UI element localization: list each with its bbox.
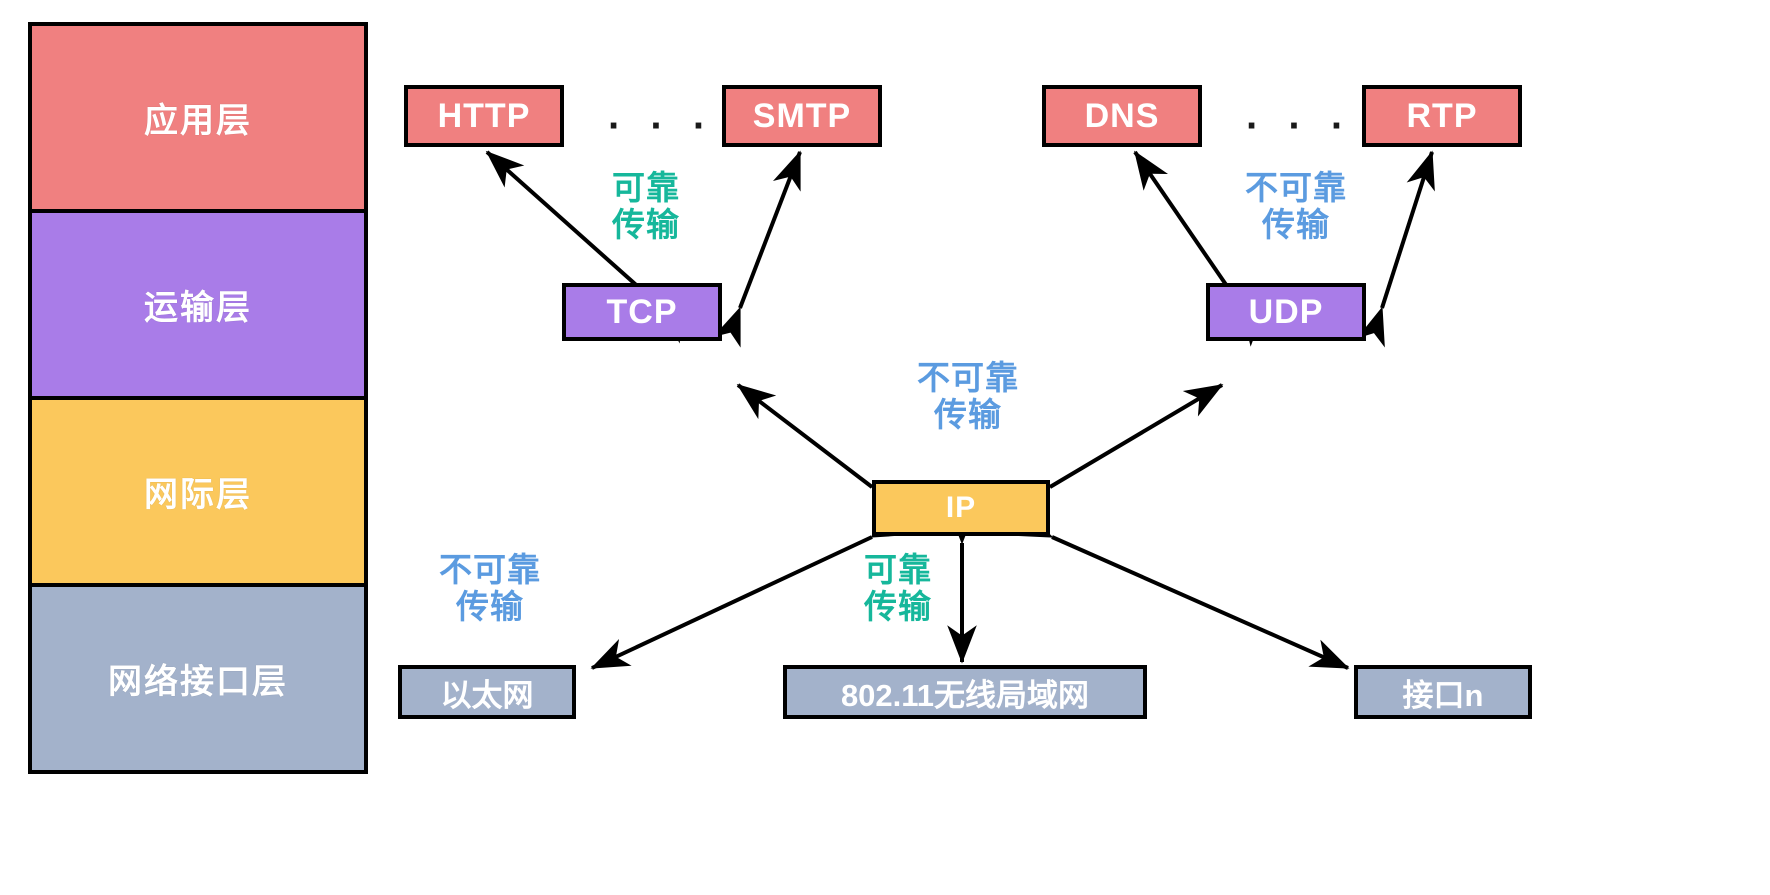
arrow-ip-udp (1010, 383, 1224, 519)
layer-application-label: 应用层 (144, 102, 252, 140)
arrow-ip-ethernet (590, 507, 912, 670)
node-tcp[interactable]: TCP (562, 283, 722, 341)
layer-application: 应用层 (32, 26, 364, 213)
node-dns[interactable]: DNS (1042, 85, 1202, 147)
arrow-ip-interface-n (1012, 508, 1350, 670)
ellipsis-tcp-group: · · · (608, 104, 716, 148)
label-ethernet-unreliable: 不可靠 传输 (439, 551, 541, 625)
layer-internet-label: 网际层 (144, 476, 252, 514)
node-ethernet-label: 以太网 (440, 677, 534, 713)
arrow-ip-tcp (736, 383, 911, 522)
layer-transport-label: 运输层 (144, 289, 252, 327)
node-interface-n-label: 接口n (1402, 677, 1484, 713)
node-http[interactable]: HTTP (404, 85, 564, 147)
node-ethernet[interactable]: 以太网 (398, 665, 576, 719)
node-smtp[interactable]: SMTP (722, 85, 882, 147)
arrow-udp-rtp (1356, 150, 1435, 348)
layer-network-interface-label: 网络接口层 (108, 663, 288, 701)
node-dns-label: DNS (1084, 96, 1160, 135)
protocol-layer-stack: 应用层 运输层 网际层 网络接口层 (28, 22, 368, 774)
node-tcp-label: TCP (606, 292, 678, 331)
label-udp-unreliable: 不可靠 传输 (1245, 169, 1347, 243)
ellipsis-udp-group: · · · (1246, 104, 1354, 148)
node-udp-label: UDP (1248, 292, 1324, 331)
node-rtp[interactable]: RTP (1362, 85, 1522, 147)
node-wlan-label: 802.11无线局域网 (840, 677, 1090, 713)
node-ip-label: IP (945, 491, 977, 524)
label-ip-unreliable: 不可靠 传输 (917, 359, 1019, 433)
arrow-tcp-smtp (712, 150, 802, 348)
node-rtp-label: RTP (1406, 96, 1478, 135)
layer-transport: 运输层 (32, 213, 364, 400)
node-http-label: HTTP (437, 96, 531, 135)
node-smtp-label: SMTP (752, 96, 852, 135)
label-wlan-reliable: 可靠 传输 (864, 551, 932, 625)
node-udp[interactable]: UDP (1206, 283, 1366, 341)
node-wlan[interactable]: 802.11无线局域网 (783, 665, 1147, 719)
label-tcp-reliable: 可靠 传输 (612, 169, 680, 243)
layer-network-interface: 网络接口层 (32, 587, 364, 770)
layer-internet: 网际层 (32, 400, 364, 587)
node-interface-n[interactable]: 接口n (1354, 665, 1532, 719)
node-ip[interactable]: IP (872, 480, 1050, 536)
